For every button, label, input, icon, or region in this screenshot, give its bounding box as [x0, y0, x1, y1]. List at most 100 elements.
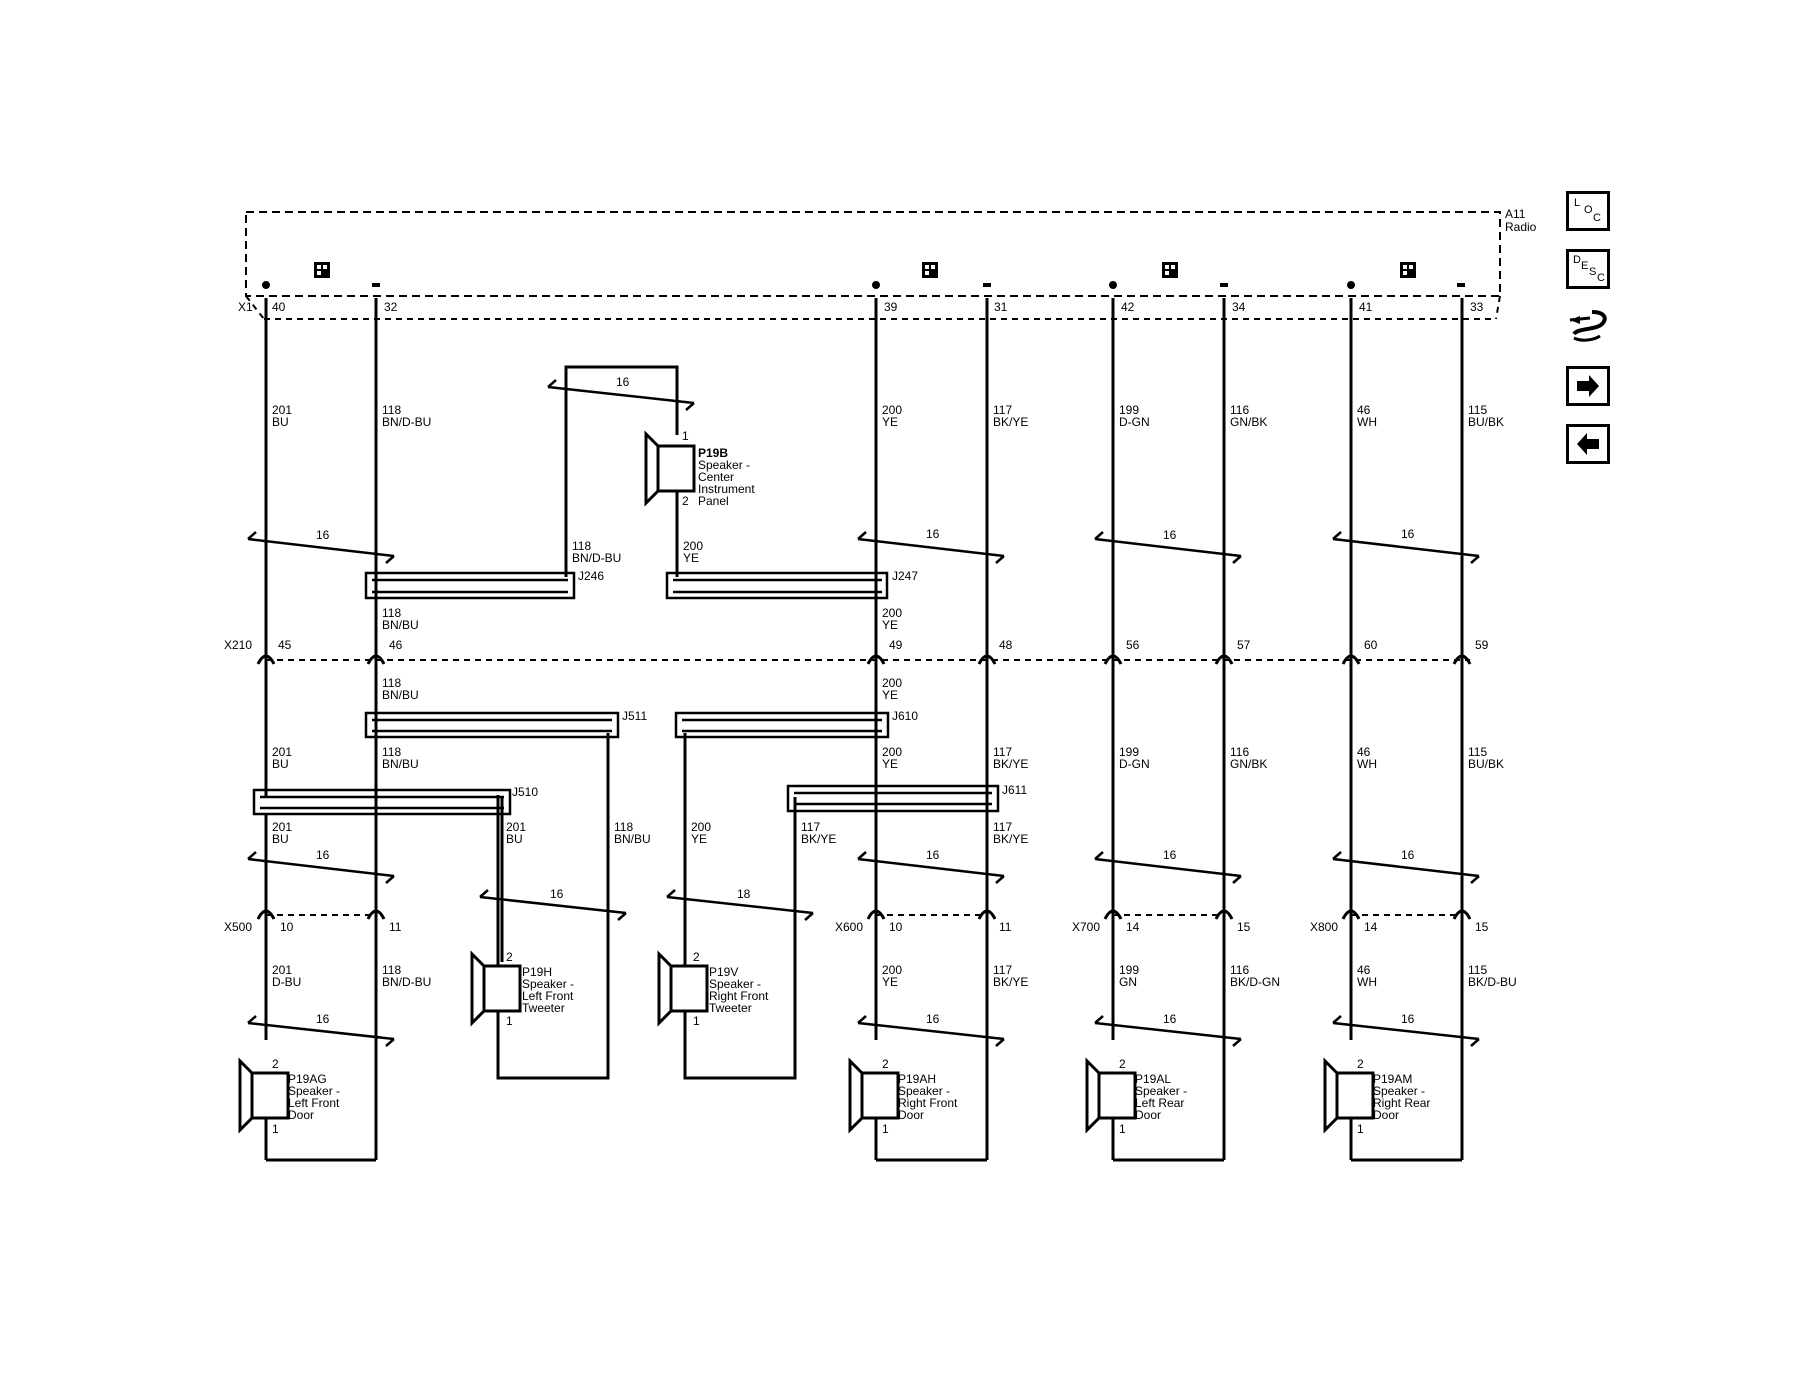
connector-return-button[interactable] [1566, 306, 1610, 346]
connector-labels: X210 X500 X600 X700 X800 45 46 49 48 56 … [224, 638, 1489, 934]
wire-color: D-BU [272, 975, 301, 989]
speaker-desc: Left Front [522, 989, 574, 1003]
pin-label: 14 [1364, 920, 1378, 934]
gauge-label: 16 [316, 848, 330, 862]
splice-j511: J511 [622, 709, 647, 723]
wire-num: 46 [1357, 403, 1371, 417]
wire-num: 118 [382, 963, 401, 977]
loc-letter: C [1593, 212, 1601, 224]
wire-color: YE [882, 975, 898, 989]
gauge-label: 16 [1401, 1012, 1415, 1026]
wire-color: BU [272, 832, 289, 846]
connector-x500: X500 [224, 920, 252, 934]
speaker-desc: Speaker - [288, 1084, 340, 1098]
pin-label: 41 [1359, 300, 1373, 314]
wire-num: 117 [801, 820, 820, 834]
pin-label: 11 [389, 920, 402, 934]
wire-color: BU/BK [1468, 757, 1504, 771]
speaker-desc: Left Front [288, 1096, 340, 1110]
speaker-right-front-door: 2 1 P19AH Speaker - Right Front Door [848, 1057, 958, 1136]
connector-x210: X210 [224, 638, 252, 652]
desc-letter: S [1589, 266, 1597, 278]
wire-color: YE [683, 551, 699, 565]
gauge-label: 16 [550, 887, 564, 901]
next-page-button[interactable] [1566, 366, 1610, 406]
speaker-pin: 2 [272, 1057, 279, 1071]
speaker-pin: 1 [882, 1122, 889, 1136]
description-button[interactable]: D E S C [1566, 249, 1610, 289]
pin-label: 10 [889, 920, 903, 934]
gauge-label: 16 [1163, 528, 1177, 542]
wire-color: BK/YE [993, 757, 1028, 771]
gauge-label: 16 [1163, 848, 1177, 862]
speaker-pin: 1 [682, 429, 689, 443]
wire-num: 200 [683, 539, 703, 553]
wire-color: YE [691, 832, 707, 846]
wire-color: BK/YE [993, 415, 1028, 429]
speaker-id: P19AG [288, 1072, 327, 1086]
gauge-label: 16 [316, 528, 330, 542]
wire-num: 115 [1468, 745, 1487, 759]
wire-color: BK/D-BU [1468, 975, 1517, 989]
gauge-label: 16 [316, 1012, 330, 1026]
loc-letter: O [1584, 204, 1593, 216]
speaker-desc: Speaker - [1135, 1084, 1187, 1098]
wire-num: 118 [382, 745, 401, 759]
pin-label: 11 [999, 920, 1012, 934]
wire-color: BN/D-BU [382, 975, 431, 989]
wire-num: 116 [1230, 963, 1249, 977]
speaker-left-front-tweeter: 2 1 P19H Speaker - Left Front Tweeter [470, 950, 574, 1028]
wire-num: 117 [993, 820, 1012, 834]
gauge-label: 16 [926, 1012, 940, 1026]
speaker-center: 1 2 P19B Speaker - Center Instrument Pan… [644, 429, 755, 508]
speaker-pin: 2 [506, 950, 513, 964]
wire-num: 118 [382, 676, 401, 690]
speaker-desc: Speaker - [698, 458, 750, 472]
previous-page-button[interactable] [1566, 424, 1610, 464]
speaker-desc: Speaker - [522, 977, 574, 991]
wire-num: 200 [691, 820, 711, 834]
wire-num: 117 [993, 745, 1012, 759]
wire-num: 200 [882, 403, 902, 417]
splice-j246: J246 [578, 569, 604, 583]
wire-num: 200 [882, 745, 902, 759]
speaker-id: P19AH [898, 1072, 936, 1086]
speaker-id: P19V [709, 965, 738, 979]
inline-connector-lines [266, 659, 1470, 916]
wire-num: 201 [272, 403, 292, 417]
gauge-label: 16 [616, 375, 630, 389]
location-button[interactable]: L O C [1566, 191, 1610, 231]
pin-label: 49 [889, 638, 903, 652]
speaker-desc: Speaker - [709, 977, 761, 991]
speaker-pin: 1 [272, 1122, 279, 1136]
speaker-pin: 2 [1357, 1057, 1364, 1071]
speaker-icon [657, 950, 709, 1027]
speaker-desc: Door [898, 1108, 924, 1122]
pin-label: 60 [1364, 638, 1378, 652]
splice-j510: J510 [512, 785, 538, 799]
wire-color: BK/YE [801, 832, 836, 846]
speaker-desc: Tweeter [709, 1001, 752, 1015]
wire-num: 201 [272, 745, 292, 759]
wire-color: BU/BK [1468, 415, 1504, 429]
radio-module: A11 Radio X1 [238, 207, 1537, 320]
splice-labels: J246 J247 J511 J610 J510 J611 [512, 569, 1027, 799]
pin-label: 15 [1237, 920, 1251, 934]
speaker-desc: Speaker - [1373, 1084, 1425, 1098]
wire-color: BK/YE [993, 832, 1028, 846]
wire-color: YE [882, 618, 898, 632]
wire-num: 200 [882, 963, 902, 977]
wire-color: BN/BU [382, 618, 419, 632]
speaker-pin: 2 [1119, 1057, 1126, 1071]
speaker-desc: Right Front [709, 989, 769, 1003]
amplifier-icon [314, 262, 330, 278]
speaker-icon [848, 1057, 900, 1134]
module-name: A11 [1505, 207, 1526, 221]
speaker-desc: Right Front [898, 1096, 958, 1110]
speaker-icon [1085, 1057, 1137, 1134]
speaker-desc: Tweeter [522, 1001, 565, 1015]
arrow-left-icon [1577, 433, 1599, 455]
speaker-desc: Center [698, 470, 734, 484]
wire-color: BU [272, 757, 289, 771]
